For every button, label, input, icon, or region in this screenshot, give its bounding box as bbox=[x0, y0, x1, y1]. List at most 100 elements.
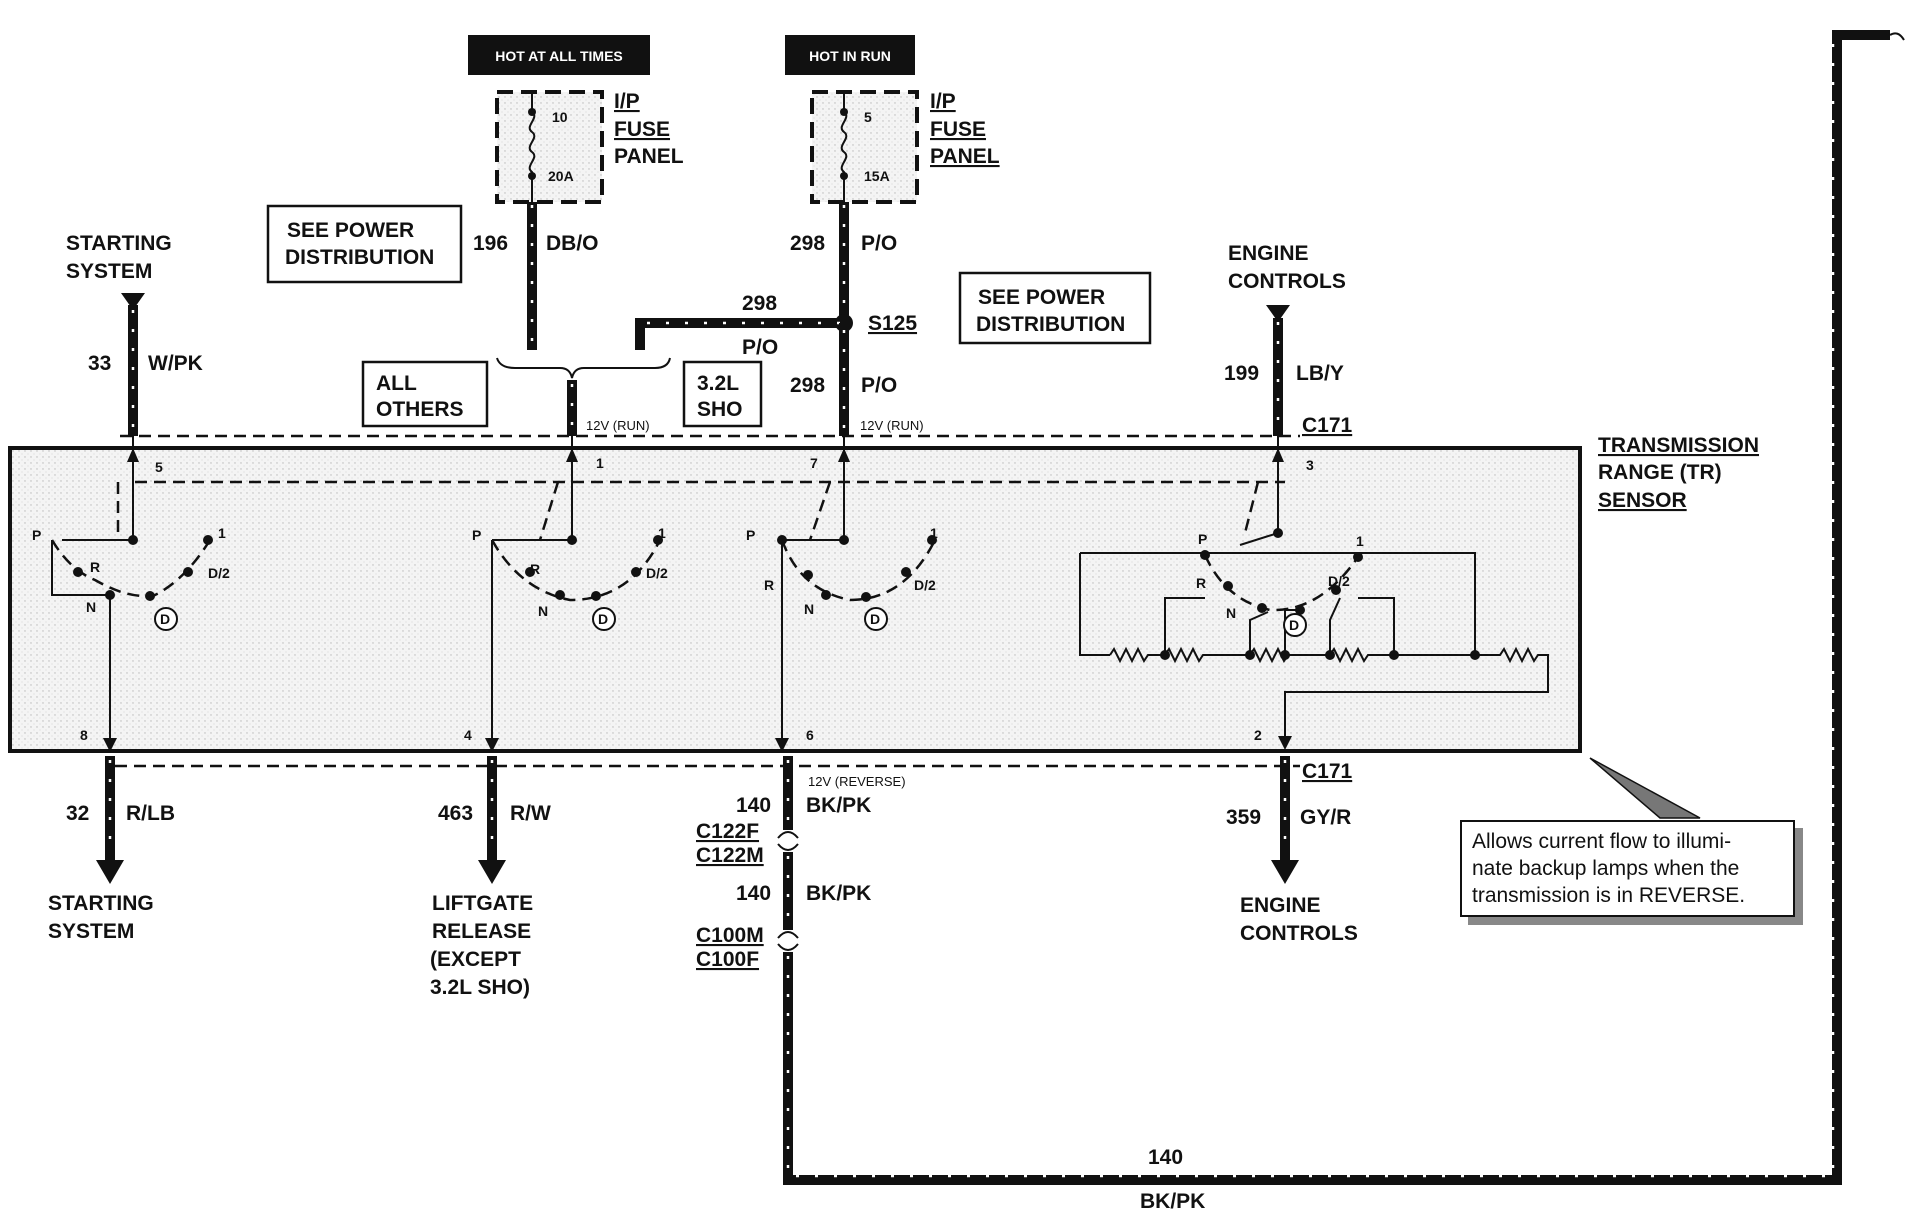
svg-text:298: 298 bbox=[742, 292, 777, 315]
svg-text:BK/PK: BK/PK bbox=[806, 882, 871, 905]
wire-359 bbox=[1271, 756, 1299, 884]
svg-text:BK/PK: BK/PK bbox=[806, 794, 871, 817]
svg-text:C100F: C100F bbox=[696, 948, 759, 971]
svg-text:140: 140 bbox=[736, 794, 771, 817]
starting-system-top-arrow bbox=[121, 293, 145, 310]
engine-controls-bottom: ENGINE CONTROLS bbox=[1240, 894, 1358, 945]
svg-text:12V (RUN): 12V (RUN) bbox=[586, 418, 650, 433]
svg-text:PANEL: PANEL bbox=[614, 145, 684, 168]
svg-text:LIFTGATE: LIFTGATE bbox=[432, 892, 533, 915]
svg-text:1: 1 bbox=[218, 525, 226, 541]
switch-1: D P R N D/2 1 bbox=[32, 436, 230, 752]
svg-text:R: R bbox=[764, 577, 774, 593]
svg-text:D: D bbox=[598, 611, 608, 627]
svg-text:R: R bbox=[90, 559, 100, 575]
svg-text:STARTING: STARTING bbox=[48, 892, 154, 915]
fuse-panel-label-1: I/P FUSE PANEL bbox=[614, 90, 684, 168]
liftgate-release: LIFTGATE RELEASE (EXCEPT 3.2L SHO) bbox=[430, 892, 533, 999]
svg-text:8: 8 bbox=[80, 727, 88, 743]
svg-text:6: 6 bbox=[806, 727, 814, 743]
svg-text:SYSTEM: SYSTEM bbox=[48, 920, 134, 943]
svg-text:3.2L SHO): 3.2L SHO) bbox=[430, 976, 530, 999]
svg-text:ENGINE: ENGINE bbox=[1228, 242, 1309, 265]
svg-text:1: 1 bbox=[596, 455, 604, 471]
connector-c100-female bbox=[777, 943, 799, 951]
option-all-others-box bbox=[361, 360, 489, 428]
svg-text:W/PK: W/PK bbox=[148, 352, 203, 375]
wire-298-branch bbox=[635, 318, 844, 350]
svg-text:C122F: C122F bbox=[696, 820, 759, 843]
wire-463 bbox=[478, 756, 506, 884]
see-power-distribution-box-1 bbox=[266, 204, 463, 284]
svg-text:SENSOR: SENSOR bbox=[1598, 489, 1687, 512]
hot-in-run-badge bbox=[785, 35, 915, 75]
svg-text:R/LB: R/LB bbox=[126, 802, 175, 825]
c171-top-label: C171 bbox=[1302, 414, 1353, 437]
svg-text:R: R bbox=[1196, 575, 1206, 591]
svg-text:D/2: D/2 bbox=[646, 565, 668, 581]
svg-text:N: N bbox=[86, 599, 96, 615]
connector-c100-male bbox=[777, 931, 799, 939]
option-bracket bbox=[496, 357, 671, 379]
svg-text:12V (REVERSE): 12V (REVERSE) bbox=[808, 774, 906, 789]
svg-text:1: 1 bbox=[658, 525, 666, 541]
svg-text:CONTROLS: CONTROLS bbox=[1228, 270, 1346, 293]
svg-text:298: 298 bbox=[790, 374, 825, 397]
fuse-5-box bbox=[810, 90, 919, 204]
svg-text:359: 359 bbox=[1226, 806, 1261, 829]
svg-text:D: D bbox=[870, 611, 880, 627]
switch-3: D P R N D/2 1 bbox=[746, 436, 938, 752]
svg-text:P/O: P/O bbox=[861, 374, 897, 397]
svg-text:DISTRIBUTION: DISTRIBUTION bbox=[285, 246, 434, 269]
switch-4-resistor-ladder: D P R N D/2 1 bbox=[1079, 436, 1549, 750]
fuse-10-element bbox=[528, 92, 536, 202]
option-sho-box bbox=[682, 360, 763, 428]
svg-text:GY/R: GY/R bbox=[1300, 806, 1351, 829]
svg-text:SEE POWER: SEE POWER bbox=[287, 219, 414, 242]
svg-text:(EXCEPT: (EXCEPT bbox=[430, 948, 521, 971]
svg-text:N: N bbox=[1226, 605, 1236, 621]
svg-text:R/W: R/W bbox=[510, 802, 551, 825]
svg-text:7: 7 bbox=[810, 455, 818, 471]
svg-text:STARTING: STARTING bbox=[66, 232, 172, 255]
fuse-10-box bbox=[495, 90, 604, 204]
svg-text:CONTROLS: CONTROLS bbox=[1240, 922, 1358, 945]
svg-text:D/2: D/2 bbox=[208, 565, 230, 581]
svg-text:1: 1 bbox=[1356, 533, 1364, 549]
callout-note: Allows current flow to illumi- nate back… bbox=[1460, 820, 1795, 917]
tr-sensor-body bbox=[8, 446, 1582, 753]
starting-system-top: STARTING SYSTEM bbox=[66, 232, 172, 283]
starting-system-bottom: STARTING SYSTEM bbox=[48, 892, 154, 943]
svg-text:I/P: I/P bbox=[930, 90, 956, 113]
tr-sensor-title: TRANSMISSION RANGE (TR) SENSOR bbox=[1598, 434, 1759, 512]
svg-text:P: P bbox=[32, 527, 41, 543]
svg-text:DISTRIBUTION: DISTRIBUTION bbox=[976, 313, 1125, 336]
svg-text:199: 199 bbox=[1224, 362, 1259, 385]
svg-text:3: 3 bbox=[1306, 457, 1314, 473]
svg-text:2: 2 bbox=[1254, 727, 1262, 743]
engine-controls-top-arrow bbox=[1266, 305, 1290, 322]
svg-text:P: P bbox=[746, 527, 755, 543]
svg-text:I/P: I/P bbox=[614, 90, 640, 113]
svg-text:140: 140 bbox=[736, 882, 771, 905]
wire-140-continuation bbox=[1889, 32, 1905, 41]
svg-text:N: N bbox=[804, 601, 814, 617]
svg-text:TRANSMISSION: TRANSMISSION bbox=[1598, 434, 1759, 457]
svg-text:33: 33 bbox=[88, 352, 111, 375]
svg-text:4: 4 bbox=[464, 727, 472, 743]
fuse-5-rating: 15A bbox=[864, 168, 890, 184]
svg-text:P/O: P/O bbox=[861, 232, 897, 255]
svg-text:SHO: SHO bbox=[697, 398, 743, 421]
c171-bottom-label: C171 bbox=[1302, 760, 1353, 783]
svg-text:298: 298 bbox=[790, 232, 825, 255]
svg-text:D: D bbox=[160, 611, 170, 627]
hot-at-all-times-label: HOT AT ALL TIMES bbox=[495, 48, 623, 64]
wire-32 bbox=[96, 756, 124, 884]
svg-text:FUSE: FUSE bbox=[614, 118, 670, 141]
hot-in-run-label: HOT IN RUN bbox=[809, 48, 891, 64]
svg-text:N: N bbox=[538, 603, 548, 619]
circuit-196-color: DB/O bbox=[546, 232, 599, 255]
fuse-5-number: 5 bbox=[864, 109, 872, 125]
svg-text:OTHERS: OTHERS bbox=[376, 398, 464, 421]
